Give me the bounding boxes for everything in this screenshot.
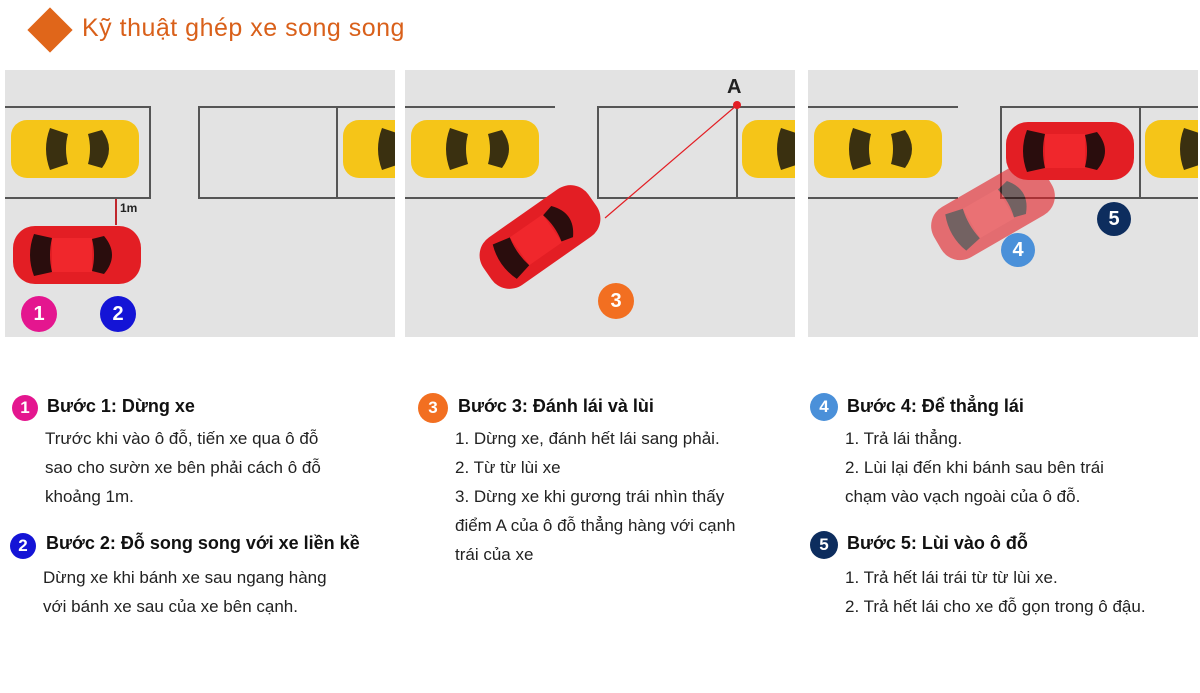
parking-line <box>597 106 599 199</box>
parking-line <box>336 106 338 199</box>
step-2-body: Dừng xe khi bánh xe sau ngang hàng với b… <box>43 563 327 621</box>
line: với bánh xe sau của xe bên cạnh. <box>43 597 298 616</box>
step-3-body: 1. Dừng xe, đánh hết lái sang phải. 2. T… <box>455 424 736 569</box>
parking-line <box>405 197 555 199</box>
distance-label: 1m <box>120 201 138 215</box>
parking-line <box>1139 106 1141 199</box>
step-1-badge: 1 <box>21 296 57 332</box>
step-4-badge: 4 <box>1001 233 1035 267</box>
red-car <box>12 224 142 286</box>
line: 3. Dừng xe khi gương trái nhìn thấy <box>455 487 725 506</box>
title-diamond-icon <box>27 7 73 53</box>
point-a-label: A <box>727 76 742 98</box>
step-2-icon: 2 <box>10 533 36 559</box>
parking-line <box>5 197 151 199</box>
parking-line <box>808 197 958 199</box>
step-3-title: Bước 3: Đánh lái và lùi <box>458 396 654 416</box>
parking-line <box>5 106 151 108</box>
parking-line <box>198 106 395 108</box>
step-2-title: Bước 2: Đỗ song song với xe liền kề <box>46 533 360 553</box>
parking-line <box>405 106 555 108</box>
distance-arrow <box>115 199 117 225</box>
step-4-icon: 4 <box>810 393 838 421</box>
parking-line <box>808 106 958 108</box>
parking-line <box>149 106 151 199</box>
line: 2. Lùi lại đến khi bánh sau bên trái <box>845 458 1104 477</box>
panel-step-1-2: 1m 1 2 <box>5 70 395 337</box>
line: 1. Dừng xe, đánh hết lái sang phải. <box>455 429 720 448</box>
step-5-title: Bước 5: Lùi vào ô đỗ <box>847 533 1028 553</box>
line: 1. Trả lái thẳng. <box>845 429 963 448</box>
step-1-icon: 1 <box>12 395 38 421</box>
parking-line <box>1000 106 1198 108</box>
step-4-body: 1. Trả lái thẳng. 2. Lùi lại đến khi bán… <box>845 424 1104 511</box>
parked-yellow-car <box>10 118 140 180</box>
step-3-icon: 3 <box>418 393 448 423</box>
step-5-icon: 5 <box>810 531 838 559</box>
panel-step-4-5: 4 5 <box>808 70 1198 337</box>
line: 2. Trả hết lái cho xe đỗ gọn trong ô đậu… <box>845 597 1146 616</box>
parking-line <box>597 197 795 199</box>
parking-line <box>1000 197 1198 199</box>
parking-line <box>198 197 395 199</box>
line: sao cho sườn xe bên phải cách ô đỗ <box>45 458 321 477</box>
step-5-body: 1. Trả hết lái trái từ từ lùi xe. 2. Trả… <box>845 563 1146 621</box>
parking-line <box>597 106 795 108</box>
parked-yellow-car <box>342 118 395 180</box>
parking-line <box>198 106 200 199</box>
line: 1. Trả hết lái trái từ từ lùi xe. <box>845 568 1058 587</box>
sight-line <box>604 101 741 219</box>
line: 2. Từ từ lùi xe <box>455 458 561 477</box>
page-title: Kỹ thuật ghép xe song song <box>82 14 405 42</box>
parked-yellow-car <box>1144 118 1198 180</box>
parking-line <box>1000 106 1002 199</box>
line: chạm vào vạch ngoài của ô đỗ. <box>845 487 1081 506</box>
step-4-title: Bước 4: Để thẳng lái <box>847 396 1024 416</box>
parking-line <box>736 106 738 199</box>
line: trái của xe <box>455 545 534 564</box>
panel-step-3: A 3 <box>405 70 795 337</box>
line: điểm A của ô đỗ thẳng hàng với cạnh <box>455 516 736 535</box>
line: Dừng xe khi bánh xe sau ngang hàng <box>43 568 327 587</box>
step-2-badge: 2 <box>100 296 136 332</box>
step-1-title: Bước 1: Dừng xe <box>47 396 195 416</box>
parked-yellow-car <box>813 118 943 180</box>
step-3-badge: 3 <box>598 283 634 319</box>
line: Trước khi vào ô đỗ, tiến xe qua ô đỗ <box>45 429 319 448</box>
step-1-body: Trước khi vào ô đỗ, tiến xe qua ô đỗ sao… <box>45 424 321 511</box>
line: khoảng 1m. <box>45 487 134 506</box>
red-car-parked <box>1005 120 1135 182</box>
step-5-badge: 5 <box>1097 202 1131 236</box>
